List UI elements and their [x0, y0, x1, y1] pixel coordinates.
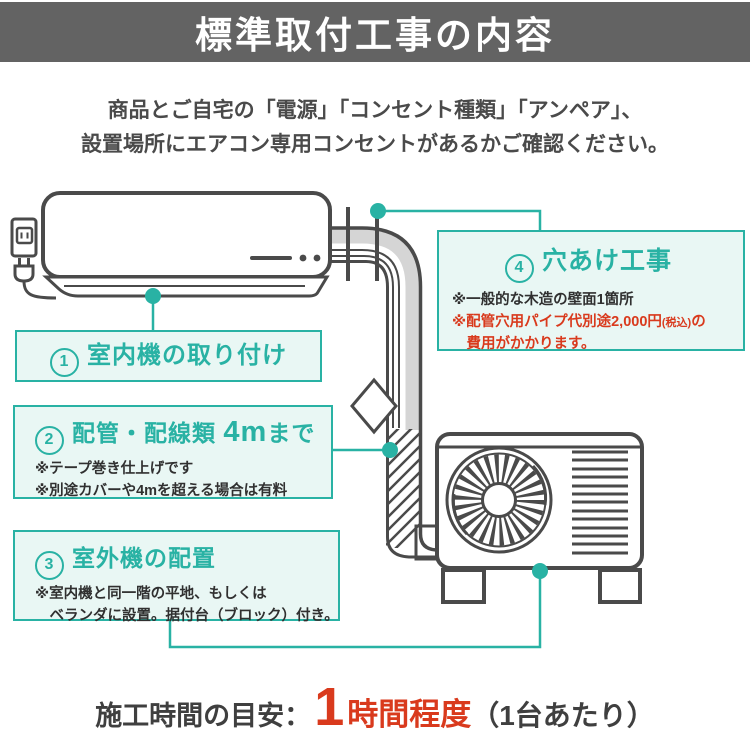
mounting-block-left — [441, 568, 486, 604]
time-per-unit-note: （1台あたり） — [471, 700, 655, 731]
step4-note-1: ※一般的な木造の壁面1箇所 — [452, 291, 634, 308]
indoor-unit-illustration — [41, 191, 332, 298]
callout-connectors — [145, 203, 548, 649]
step3-outdoor-unit-box: 3 室外機の配置 ※室内機と同一階の平地、もしくは ベランダに設置。据付台（ブロッ… — [13, 530, 340, 624]
page-title: 標準取付工事の内容 — [195, 15, 555, 56]
step1-heading: 1 室内機の取り付け — [50, 335, 287, 377]
pipe-break-symbol — [350, 377, 398, 435]
fan-icon — [445, 446, 553, 554]
time-number: 1 — [314, 677, 345, 737]
title-band: 標準取付工事の内容 — [0, 2, 750, 62]
step4-number-badge: 4 — [504, 253, 534, 283]
step1-number-badge: 1 — [50, 347, 79, 377]
step3-heading-label: 室外機の配置 — [72, 545, 216, 571]
step2-note-2: ※別途カバーや4mを超える場合は有料 — [35, 482, 288, 499]
step2-note-1: ※テープ巻き仕上げです — [35, 460, 194, 477]
connector-step3 — [168, 570, 542, 649]
step2-heading-length: 4m — [223, 416, 268, 448]
installation-time-estimate: 施工時間の目安： 1 時間程度 （1台あたり） — [0, 680, 750, 734]
intro-line-2: 設置場所にエアコン専用コンセントがあるかご確認ください。 — [81, 132, 669, 156]
time-label: 施工時間の目安： — [95, 701, 312, 731]
connector-step4 — [378, 209, 542, 232]
step3-note-1: ※室内機と同一階の平地、もしくは — [35, 585, 267, 602]
step2-heading-suffix: まで — [267, 420, 316, 446]
step2-number-badge: 2 — [35, 425, 64, 455]
connector-dot-step3 — [532, 563, 548, 579]
step4-warning-line1: ※配管穴用パイプ代別途2,000円(税込)の — [452, 313, 706, 330]
mounting-block-right — [598, 568, 642, 604]
step2-heading: 2 配管・配線類 4mまで — [35, 414, 331, 455]
connector-dot-step1 — [145, 288, 161, 304]
wall-lines — [346, 207, 379, 281]
step3-heading: 3 室外機の配置 — [35, 539, 338, 580]
step1-heading-label: 室内機の取り付け — [87, 342, 287, 370]
step3-number-badge: 3 — [35, 550, 64, 580]
step4-warning-line2: 費用がかかります。 — [466, 336, 596, 353]
intro-line-1: 商品とご自宅の「電源」「コンセント種類」「アンペア」、 — [107, 99, 643, 122]
step1-indoor-unit-box: 1 室内機の取り付け — [15, 330, 322, 382]
vent-grille — [572, 450, 628, 555]
step3-note-2: ベランダに設置。据付台（ブロック）付き。 — [49, 607, 339, 624]
step4-heading-label: 穴あけ工事 — [541, 247, 672, 275]
connector-dot-step2 — [382, 442, 398, 458]
outlet-plug-icon — [10, 217, 57, 300]
outdoor-unit-illustration — [435, 432, 644, 604]
intro-text: 商品とご自宅の「電源」「コンセント種類」「アンペア」、 設置場所にエアコン専用コ… — [0, 94, 750, 161]
connector-dot-step4 — [370, 203, 386, 219]
step4-tax-included: (税込) — [661, 316, 692, 329]
time-unit: 時間程度 — [347, 697, 472, 732]
step2-heading-label: 配管・配線類 — [72, 420, 224, 446]
step2-piping-box: 2 配管・配線類 4mまで ※テープ巻き仕上げです ※別途カバーや4mを超える場合… — [13, 405, 333, 499]
